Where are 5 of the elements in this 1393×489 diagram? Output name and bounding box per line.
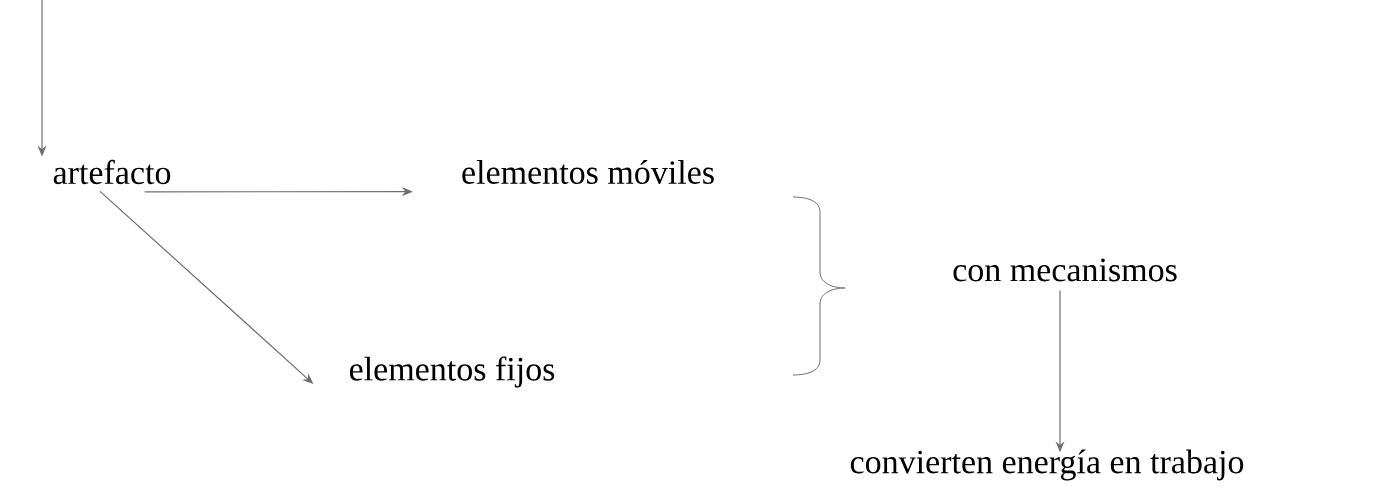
text-label: con mecanismos bbox=[953, 258, 1177, 282]
text-label: elementos móviles bbox=[462, 160, 714, 184]
text-label: convierten energía en trabajo bbox=[850, 449, 1244, 481]
text-label: elementos fijos bbox=[349, 356, 555, 388]
text-label: artefacto bbox=[53, 159, 171, 185]
